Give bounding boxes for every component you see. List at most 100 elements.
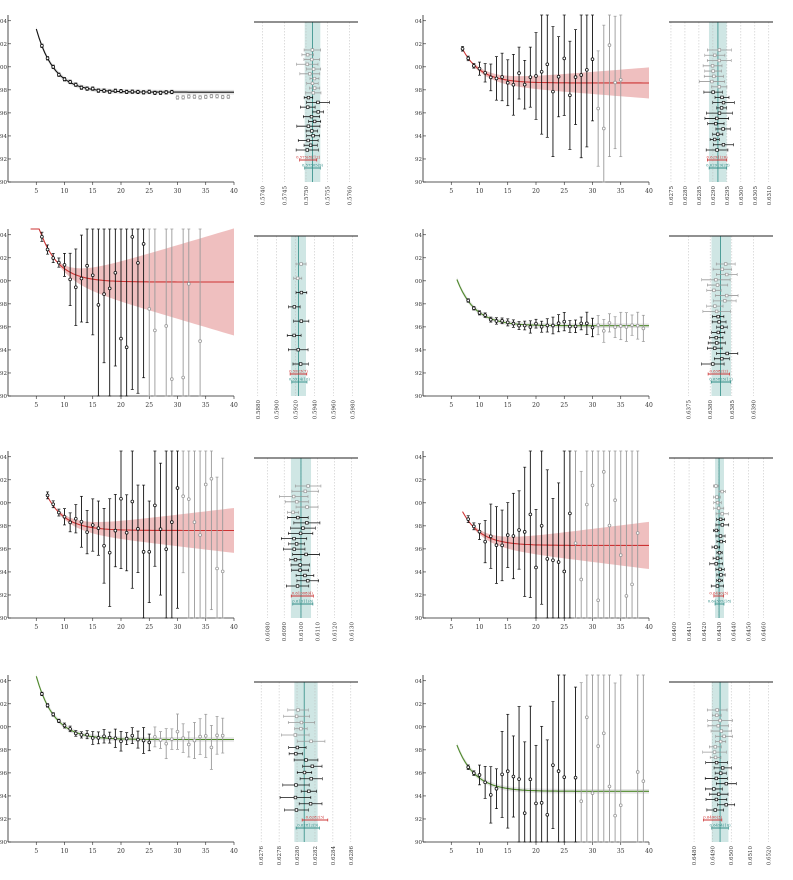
data-point	[57, 719, 61, 723]
data-point	[40, 44, 44, 48]
estimate-point	[713, 137, 717, 142]
y-tick-label: 1.00	[0, 725, 7, 731]
estimate-point	[714, 122, 718, 126]
estimate-point	[296, 515, 300, 520]
estimate-point	[293, 795, 298, 800]
data-point	[215, 733, 219, 738]
x-tick-label: 15	[89, 624, 97, 631]
data-point	[596, 744, 600, 748]
x-tick-label: 35	[202, 624, 210, 631]
estimate-point	[292, 305, 296, 309]
data-point	[539, 69, 544, 74]
data-point	[630, 582, 634, 587]
estimate-point	[713, 745, 717, 749]
estimate-band	[715, 458, 724, 618]
y-tick-label: 0.90	[0, 180, 7, 186]
x-tick-label: 0.5940	[313, 400, 319, 420]
estimate-point	[305, 62, 309, 66]
x-tick-label: 0.6130	[349, 622, 355, 642]
x-tick-label: 40	[230, 188, 238, 195]
data-point	[130, 499, 135, 504]
estimate-point	[307, 789, 311, 793]
estimate-point	[714, 336, 718, 340]
estimate-point	[717, 111, 722, 115]
estimate-point	[296, 276, 300, 280]
y-tick-label: 0.94	[415, 794, 422, 800]
y-tick-label: 1.04	[0, 679, 7, 685]
data-point	[119, 739, 123, 744]
estimate-point	[717, 578, 722, 583]
final-estimate-teal-label: 0.5924(10)	[289, 377, 311, 382]
data-point	[181, 95, 185, 100]
data-point	[613, 325, 617, 329]
estimate-point	[714, 528, 718, 533]
y-tick-label: 0.90	[415, 394, 422, 400]
estimate-point	[303, 489, 307, 493]
estimate-point	[713, 304, 717, 308]
estimate-point	[717, 506, 721, 510]
estimate-point	[720, 325, 724, 329]
estimate-point	[710, 79, 714, 84]
data-point	[472, 306, 476, 311]
main-plot-svg: 5101520253035400.900.920.940.960.981.001…	[0, 228, 238, 409]
x-tick-label: 0.5755	[326, 186, 332, 206]
estimate-point	[713, 53, 717, 57]
x-tick-label: 10	[61, 188, 69, 195]
data-point	[147, 740, 152, 745]
data-point	[590, 57, 595, 61]
x-tick-label: 0.6420	[702, 622, 708, 642]
data-point	[602, 470, 606, 474]
x-tick-label: 0.6310	[767, 186, 773, 206]
data-point	[175, 486, 180, 490]
main-plot-8: 5101520253035400.900.920.940.960.981.001…	[410, 670, 655, 870]
x-tick-label: 5	[449, 402, 453, 409]
data-point	[613, 498, 617, 503]
data-point	[226, 94, 231, 99]
y-tick-label: 0.94	[415, 134, 422, 140]
data-point	[153, 503, 157, 508]
data-point	[203, 482, 208, 487]
x-tick-label: 0.6285	[697, 186, 703, 206]
main-plot-svg: 5101520253035400.900.920.940.960.981.001…	[410, 450, 653, 631]
data-point	[96, 736, 101, 740]
estimate-point	[714, 562, 718, 566]
y-tick-label: 1.02	[0, 702, 7, 708]
data-point	[79, 276, 84, 281]
x-tick-label: 20	[532, 188, 540, 195]
data-point	[74, 731, 78, 736]
data-point	[545, 557, 550, 561]
x-tick-label: 20	[532, 848, 540, 855]
y-tick-label: 0.96	[0, 325, 7, 331]
x-tick-label: 30	[174, 624, 182, 631]
data-point	[220, 95, 225, 99]
data-point	[534, 321, 538, 326]
data-point	[630, 323, 634, 327]
data-point	[119, 496, 123, 501]
x-tick-label: 30	[174, 188, 182, 195]
estimate-point	[715, 713, 719, 717]
x-tick-label: 10	[476, 188, 484, 195]
main-plot-svg: 5101520253035400.900.920.940.960.981.001…	[410, 674, 653, 855]
x-tick-label: 10	[476, 624, 484, 631]
estimate-point	[309, 115, 314, 119]
estimate-point	[714, 776, 718, 781]
estimate-point	[713, 808, 717, 812]
data-point	[102, 292, 106, 296]
data-point	[124, 90, 129, 94]
data-point	[203, 734, 208, 738]
data-point	[136, 261, 140, 265]
x-tick-label: 20	[117, 624, 125, 631]
estimate-point	[720, 523, 724, 527]
y-tick-label: 0.98	[0, 524, 7, 530]
estimate-point	[312, 86, 317, 90]
final-estimate-teal-label: 0.57505(9)	[302, 163, 324, 168]
x-tick-label: 25	[145, 848, 153, 855]
fit-band	[36, 26, 234, 95]
data-point	[573, 775, 578, 780]
data-point	[107, 550, 112, 555]
estimate-point	[291, 510, 295, 514]
